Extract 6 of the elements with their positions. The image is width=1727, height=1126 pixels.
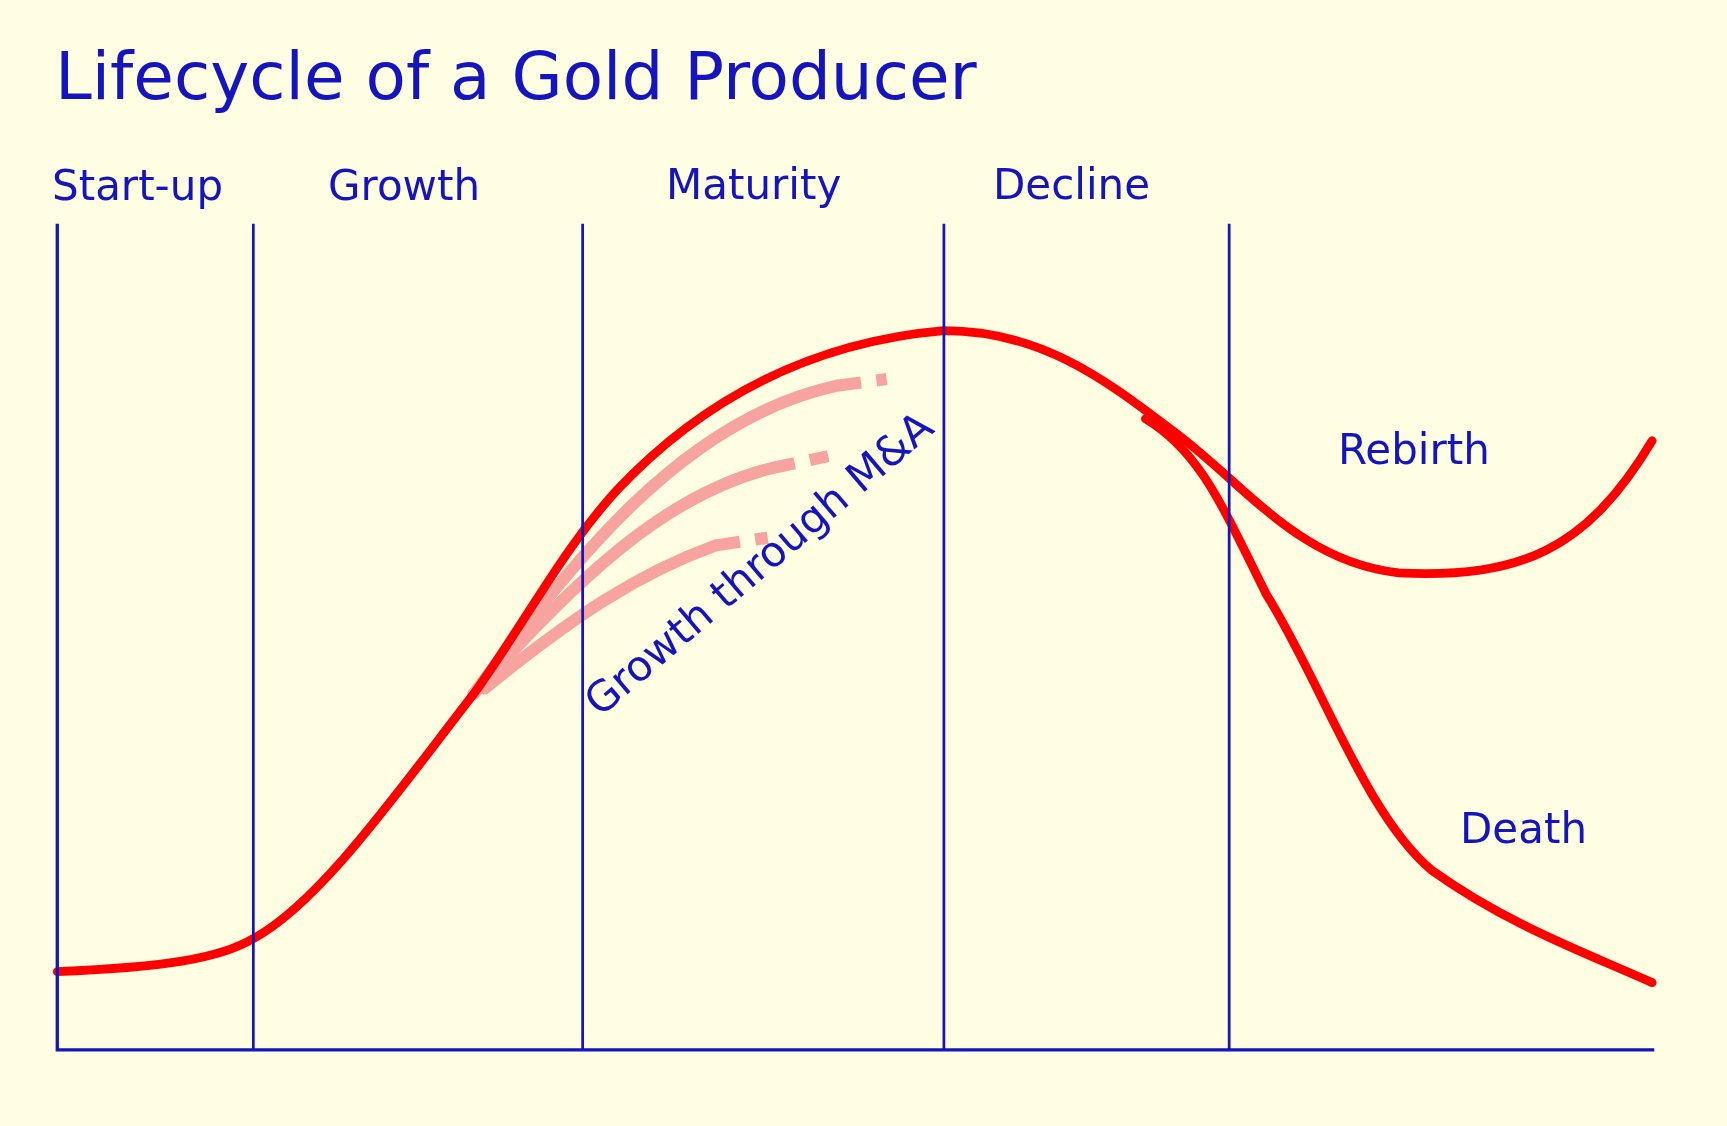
phase-label: Start-up: [52, 160, 224, 212]
phase-label: Growth: [328, 160, 481, 212]
phase-label: Maturity: [666, 159, 842, 211]
curve-label: Death: [1460, 803, 1587, 855]
phase-label: Decline: [993, 159, 1151, 211]
curve-label: Rebirth: [1338, 424, 1490, 476]
